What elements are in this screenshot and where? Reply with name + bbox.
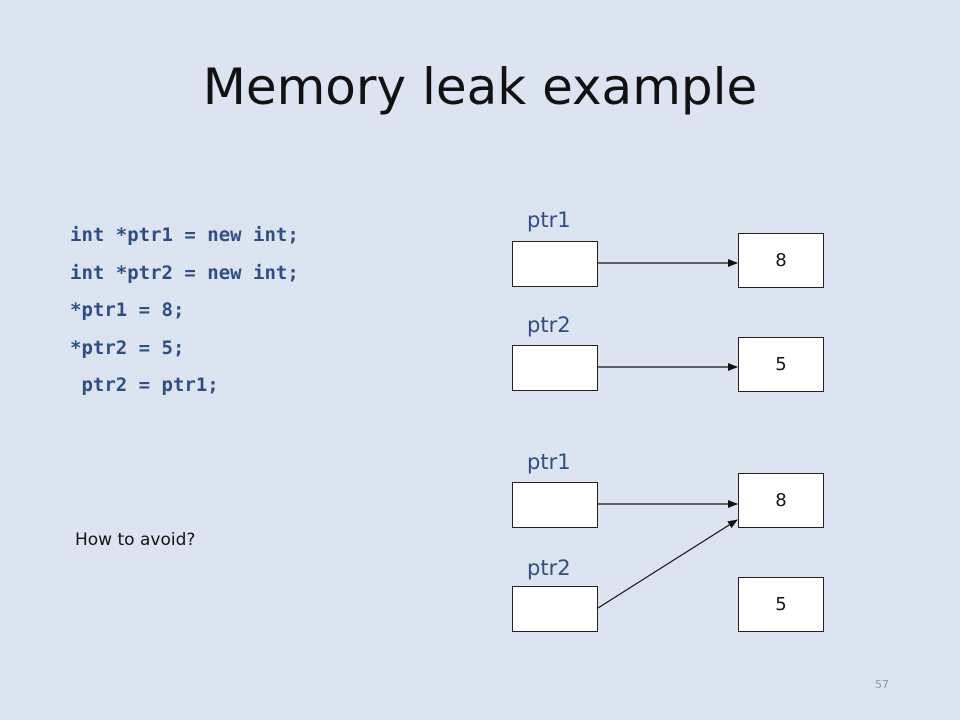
value-box-5-after: 5	[738, 577, 824, 632]
ptr2-label-before: ptr2	[527, 313, 571, 337]
value-box-8-after: 8	[738, 473, 824, 528]
arrow-ptr2-after	[597, 519, 738, 609]
value-box-5-before: 5	[738, 337, 824, 392]
question-text: How to avoid?	[75, 530, 196, 550]
code-line: ptr2 = ptr1;	[70, 374, 219, 396]
code-line: *ptr2 = 5;	[70, 336, 185, 359]
slide-title: Memory leak example	[202, 58, 758, 116]
code-block: int *ptr1 = new int; int *ptr2 = new int…	[70, 220, 299, 408]
code-line: int *ptr1 = new int;	[70, 224, 299, 246]
ptr2-box-after	[512, 586, 598, 632]
ptr1-label-after: ptr1	[527, 450, 571, 474]
ptr1-box-before	[512, 241, 598, 287]
page-number: 57	[875, 678, 889, 691]
ptr2-box-before	[512, 345, 598, 391]
value-box-8-before: 8	[738, 233, 824, 288]
ptr1-label-before: ptr1	[527, 208, 571, 232]
code-line: int *ptr2 = new int;	[70, 261, 299, 284]
code-line: *ptr1 = 8;	[70, 299, 185, 321]
ptr1-box-after	[512, 482, 598, 528]
ptr2-label-after: ptr2	[527, 556, 571, 580]
